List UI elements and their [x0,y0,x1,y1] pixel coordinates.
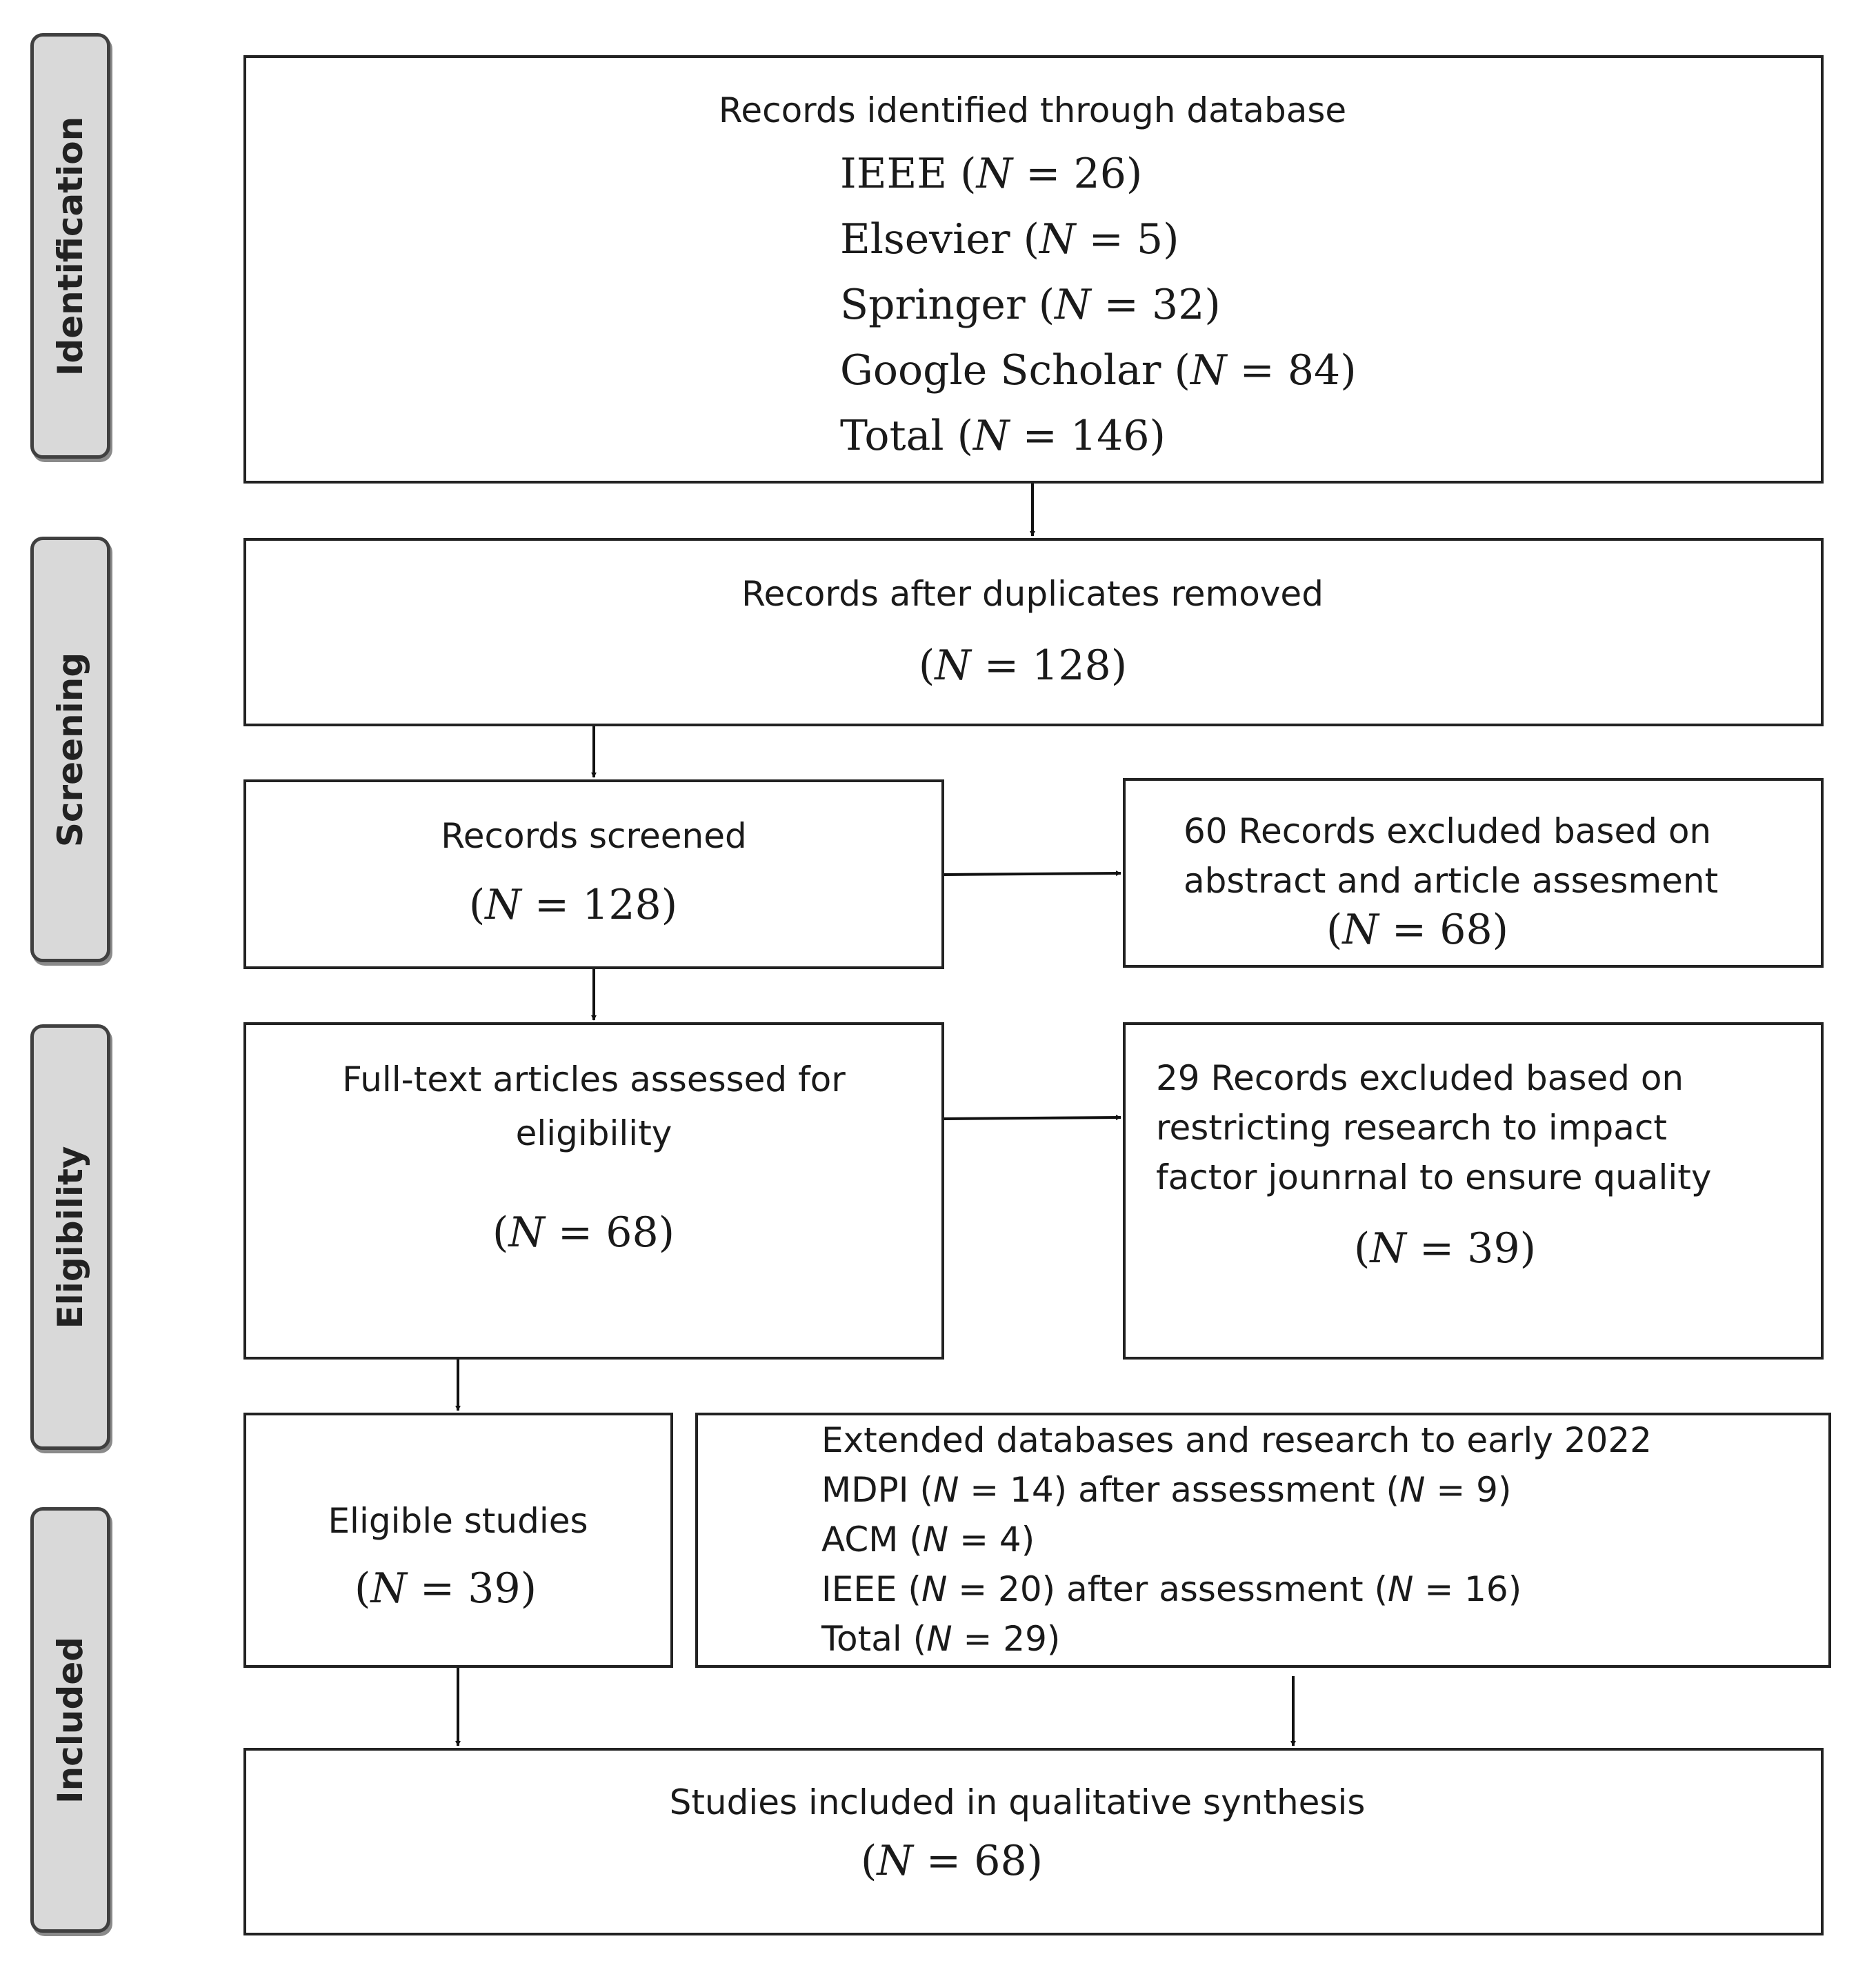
extended-ieee: IEEE (N = 20) after assessment (N = 16) [821,1569,1522,1609]
extended-mdpi: MDPI (N = 14) after assessment (N = 9) [821,1470,1512,1510]
full-text-box [243,1022,944,1360]
duplicates-removed-box [243,538,1824,726]
full-text-line-2: eligibility [515,1113,672,1153]
included-label: Studies included in qualitative synthesi… [669,1782,1366,1822]
records-screened-label: Records screened [441,816,747,856]
source-total: Total (N = 146) [840,412,1166,460]
included-count: (N = 68) [860,1837,1044,1885]
excluded-impact-line-3: factor jounrnal to ensure quality [1156,1157,1712,1197]
stage-tab-screening: Screening [30,537,110,962]
arrow-full-text-to-excluded [944,1115,1121,1121]
extended-heading: Extended databases and research to early… [821,1420,1652,1460]
excluded-abstract-box [1123,778,1824,968]
eligible-studies-label: Eligible studies [328,1501,588,1541]
identification-heading: Records identified through database [718,90,1347,130]
excluded-impact-box [1123,1022,1824,1360]
extended-acm: ACM (N = 4) [821,1520,1035,1560]
extended-databases-box [695,1413,1831,1668]
full-text-line-1: Full-text articles assessed for [342,1059,846,1099]
extended-total: Total (N = 29) [821,1619,1061,1659]
excluded-impact-line-1: 29 Records excluded based on [1156,1058,1684,1098]
duplicates-removed-label: Records after duplicates removed [741,574,1324,614]
excluded-impact-count: (N = 39) [1353,1224,1537,1273]
source-ieee: IEEE (N = 26) [840,150,1143,198]
excluded-abstract-line-2: abstract and article assesment [1184,861,1719,901]
duplicates-removed-count: (N = 128) [918,641,1128,690]
records-screened-box [243,779,944,969]
excluded-impact-line-2: restricting research to impact [1156,1108,1667,1148]
stage-tab-included: Included [30,1507,110,1933]
source-elsevier: Elsevier (N = 5) [840,215,1179,263]
excluded-abstract-count: (N = 68) [1326,906,1509,954]
source-google-scholar: Google Scholar (N = 84) [840,346,1357,395]
identification-box [243,55,1824,484]
records-screened-count: (N = 128) [468,881,678,929]
full-text-count: (N = 68) [492,1208,675,1257]
eligible-studies-box [243,1413,673,1668]
eligible-studies-count: (N = 39) [354,1564,537,1613]
source-springer: Springer (N = 32) [840,281,1221,329]
excluded-abstract-line-1: 60 Records excluded based on [1184,811,1712,851]
arrow-screened-to-excluded [944,870,1121,877]
stage-tab-eligibility: Eligibility [30,1024,110,1450]
stage-tab-identification: Identification [30,33,110,459]
included-box [243,1748,1824,1935]
